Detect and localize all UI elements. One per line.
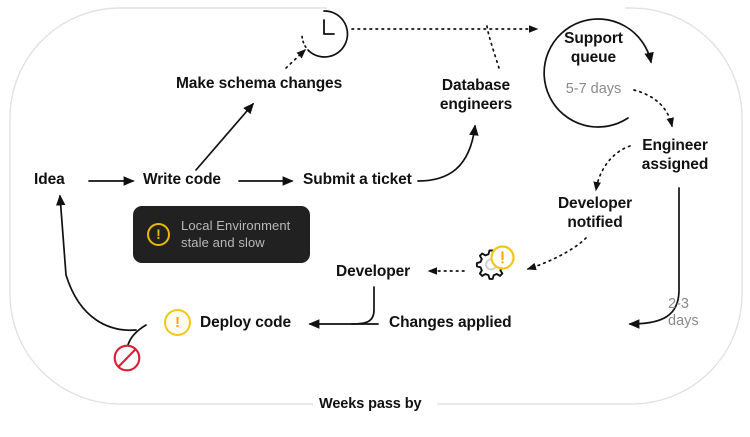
local-environment-warning-card: ! Local Environment stale and slow [133, 206, 310, 263]
support-queue-duration: 5-7 days [565, 81, 622, 97]
warning-icon: ! [147, 223, 170, 246]
node-idea: Idea [34, 171, 65, 188]
warning-icon: ! [164, 309, 191, 336]
footer-weeks-pass-by: Weeks pass by [319, 396, 422, 412]
arrow-clock-branch-to-database-engineers [486, 25, 500, 69]
clock-icon [301, 10, 349, 58]
arrow-write-code-to-make-schema-changes [195, 102, 255, 171]
warning-icon-glyph: ! [156, 226, 161, 242]
engineer-assigned-duration: 2-3 days [668, 296, 699, 330]
local-environment-warning-text: Local Environment stale and slow [181, 217, 291, 250]
node-database-engineers: Database engineers [439, 77, 513, 113]
gear-icon [475, 245, 515, 280]
node-write-code: Write code [143, 171, 221, 188]
node-engineer-assigned: Engineer assigned [641, 137, 709, 173]
node-changes-applied: Changes applied [389, 314, 512, 331]
arrow-developer-to-deploy-row [351, 286, 375, 325]
arrow-make-schema-changes-to-clock [285, 49, 307, 69]
arrow-deploy-to-idea [55, 194, 137, 332]
node-support-queue: Support queue [564, 30, 623, 66]
node-submit-a-ticket: Submit a ticket [303, 171, 412, 188]
node-developer-notified: Developer notified [557, 195, 633, 231]
prohibited-icon [113, 344, 141, 372]
node-make-schema-changes: Make schema changes [176, 75, 343, 92]
warning-icon-glyph: ! [175, 313, 180, 331]
node-deploy-code: Deploy code [200, 314, 292, 331]
branch-to-prohibited-icon [127, 324, 147, 346]
arrow-submit-ticket-to-database-engineers [417, 124, 479, 182]
arrow-developer-notified-to-gear [526, 237, 587, 271]
node-developer: Developer [336, 263, 411, 280]
